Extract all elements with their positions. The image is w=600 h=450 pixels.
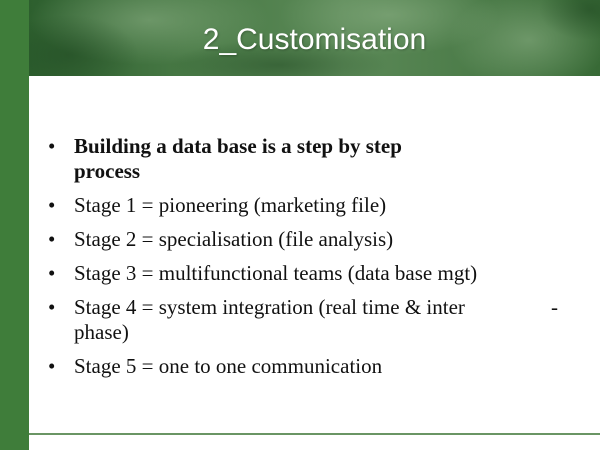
bullet-dot-icon: • — [48, 261, 56, 285]
bullet-item: • Stage 2 = specialisation (file analysi… — [46, 227, 566, 252]
bullet-text: Stage 5 = one to one communication — [74, 354, 383, 378]
bullet-text: Stage 3 = multifunctional teams (data ba… — [74, 261, 478, 285]
bullet-dot-icon: • — [48, 227, 56, 251]
bullet-item: • Stage 3 = multifunctional teams (data … — [46, 261, 566, 286]
header-photo-image — [29, 0, 600, 76]
bullet-dot-icon: • — [48, 354, 56, 378]
slide-content: • Building a data base is a step by step… — [46, 134, 566, 388]
bullet-text-continuation: phase) — [74, 320, 129, 344]
bullet-dot-icon: • — [48, 295, 56, 319]
bullet-text: Building a data base is a step by step p… — [74, 134, 402, 183]
bullet-item: • Stage 4 = system integration (real tim… — [46, 295, 566, 345]
bullet-dot-icon: • — [48, 134, 56, 158]
bullet-text: Stage 4 = system integration (real time … — [74, 295, 465, 319]
bottom-divider — [29, 433, 600, 435]
bullet-hyphen: - — [551, 295, 558, 319]
bullet-item: • Building a data base is a step by step… — [46, 134, 434, 184]
bullet-item: • Stage 1 = pioneering (marketing file) — [46, 193, 566, 218]
header-banner: 2_Customisation — [29, 0, 600, 76]
bullet-item: • Stage 5 = one to one communication — [46, 354, 566, 379]
left-accent-bar — [0, 0, 29, 450]
bullet-list: • Building a data base is a step by step… — [46, 134, 566, 379]
bullet-text: Stage 2 = specialisation (file analysis) — [74, 227, 394, 251]
slide-title: 2_Customisation — [202, 23, 427, 56]
bullet-text: Stage 1 = pioneering (marketing file) — [74, 193, 387, 217]
bullet-dot-icon: • — [48, 193, 56, 217]
